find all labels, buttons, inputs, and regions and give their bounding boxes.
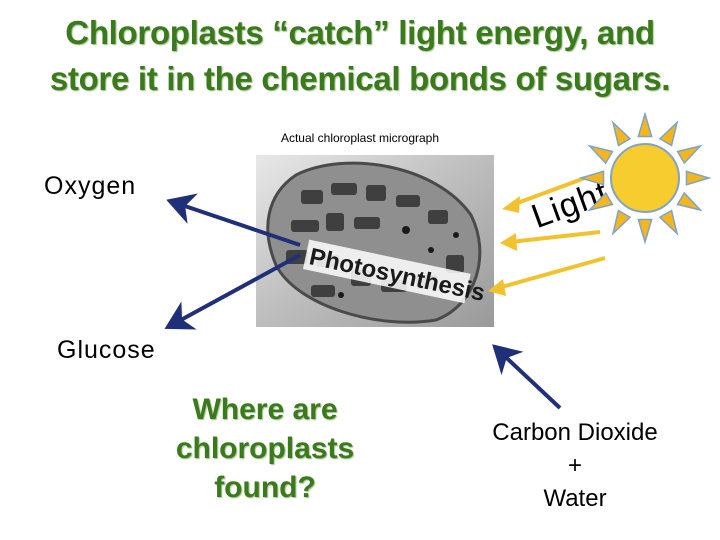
oxygen-label: Oxygen xyxy=(44,172,137,200)
sun-ray xyxy=(578,170,605,186)
title-line-1: Chloroplasts “catch” light energy, and xyxy=(65,14,655,51)
sun-ray xyxy=(658,209,679,236)
inputs-line-1: Carbon Dioxide xyxy=(492,419,658,446)
sun-ray xyxy=(676,191,703,212)
sun-ray xyxy=(611,209,632,236)
sun-ray xyxy=(637,111,653,138)
inputs-line-2: + xyxy=(567,452,582,479)
title-line-2: store it in the chemical bonds of sugars… xyxy=(49,60,671,97)
question-line-1: Where are xyxy=(192,393,338,426)
sun-ray xyxy=(637,218,653,245)
sun-ray xyxy=(611,120,632,147)
micrograph-caption: Actual chloroplast micrograph xyxy=(280,131,440,145)
sun-ray xyxy=(587,191,614,212)
question-line-2: chloroplasts xyxy=(175,432,355,465)
sun-ray xyxy=(587,144,614,165)
inputs-line-3: Water xyxy=(543,485,607,512)
sun-ray xyxy=(676,144,703,165)
oxygen-arrow xyxy=(166,193,301,247)
sun-ray xyxy=(685,170,712,186)
sun-icon xyxy=(578,111,712,245)
glucose-label: Glucose xyxy=(57,336,156,364)
sun-ray xyxy=(658,120,679,147)
question-text: Where are chloroplasts found? xyxy=(150,390,380,507)
carbon-dioxide-arrow xyxy=(492,344,562,410)
light-arrow-2 xyxy=(500,230,601,251)
question-line-3: found? xyxy=(214,471,316,504)
glucose-arrow xyxy=(164,253,301,330)
light-arrow-3 xyxy=(488,256,606,296)
light-arrow-1 xyxy=(502,176,586,213)
inputs-text: Carbon Dioxide + Water xyxy=(470,416,680,515)
